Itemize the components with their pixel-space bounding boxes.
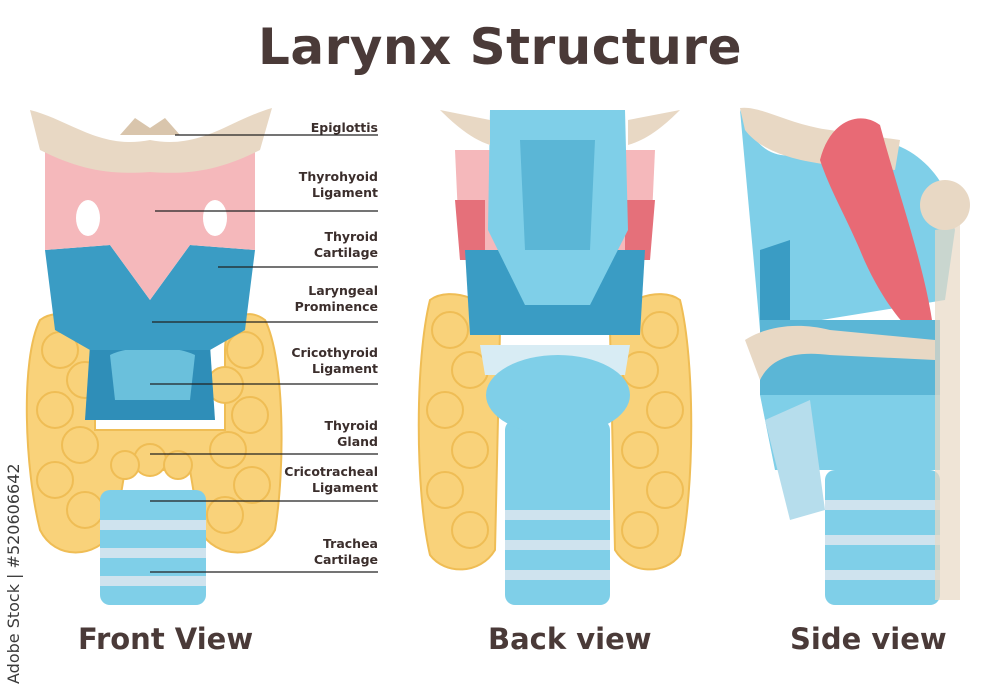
front-thyrohyoid [45, 150, 255, 300]
label-thyroid-gland: Thyroid Gland [324, 418, 378, 449]
front-trachea [100, 490, 206, 605]
diagram-title: Larynx Structure [258, 18, 742, 76]
label-trachea-cartilage: Trachea Cartilage [313, 536, 378, 567]
front-view-label: Front View [78, 622, 254, 656]
back-view-label: Back view [488, 622, 652, 656]
label-thyroid-cartilage: Thyroid Cartilage [313, 229, 378, 260]
side-view-label: Side view [790, 622, 947, 656]
label-cricotracheal-ligament: Cricotracheal Ligament [284, 464, 378, 495]
front-view-figure [25, 108, 283, 605]
leader-lines [150, 134, 378, 573]
side-view-figure [740, 107, 970, 605]
label-epiglottis: Epiglottis [310, 120, 378, 135]
label-cricothyroid-ligament: Cricothyroid Ligament [291, 345, 378, 376]
back-view-figure [417, 110, 693, 605]
stock-watermark: Adobe Stock | #520606642 [4, 463, 23, 684]
front-epiglottis [30, 108, 272, 173]
front-thyroid-cartilage [45, 245, 255, 350]
label-laryngeal-prominence: Laryngeal Prominence [294, 283, 378, 314]
label-thyrohyoid-ligament: Thyrohyoid Ligament [298, 169, 378, 200]
